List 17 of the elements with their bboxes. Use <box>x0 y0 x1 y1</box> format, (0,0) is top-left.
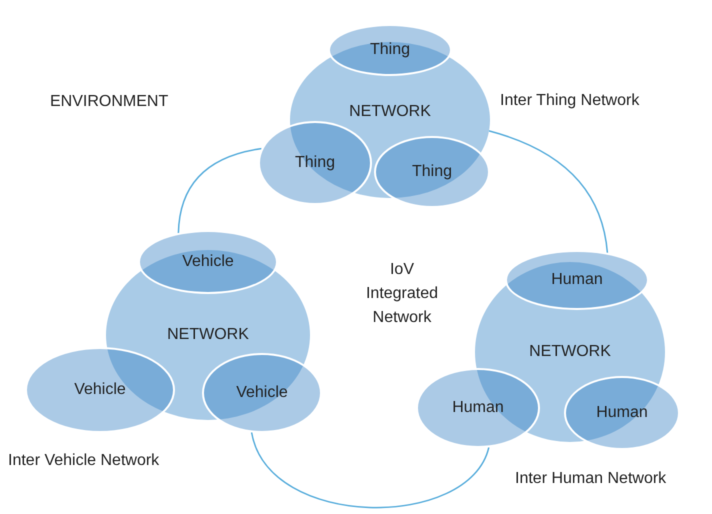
member-ellipse: Human <box>416 368 540 448</box>
member-ellipse: Vehicle <box>25 347 175 433</box>
caption-text: Inter Thing Network <box>500 92 640 110</box>
caption-text: Inter Human Network <box>515 470 666 488</box>
caption-text: ENVIRONMENT <box>50 93 168 111</box>
member-ellipse: Vehicle <box>138 230 278 294</box>
member-ellipse: Human <box>564 376 680 450</box>
connector-arc <box>178 148 262 234</box>
member-ellipse: Thing <box>328 24 452 76</box>
caption-text: IoV Integrated Network <box>364 260 440 328</box>
member-ellipse: Human <box>505 250 649 310</box>
member-ellipse: Vehicle <box>202 353 322 433</box>
connector-arc <box>488 130 608 253</box>
connector-arc <box>250 432 490 508</box>
caption-text: Inter Vehicle Network <box>8 452 160 470</box>
member-ellipse: Thing <box>258 121 372 205</box>
member-ellipse: Thing <box>374 136 490 208</box>
